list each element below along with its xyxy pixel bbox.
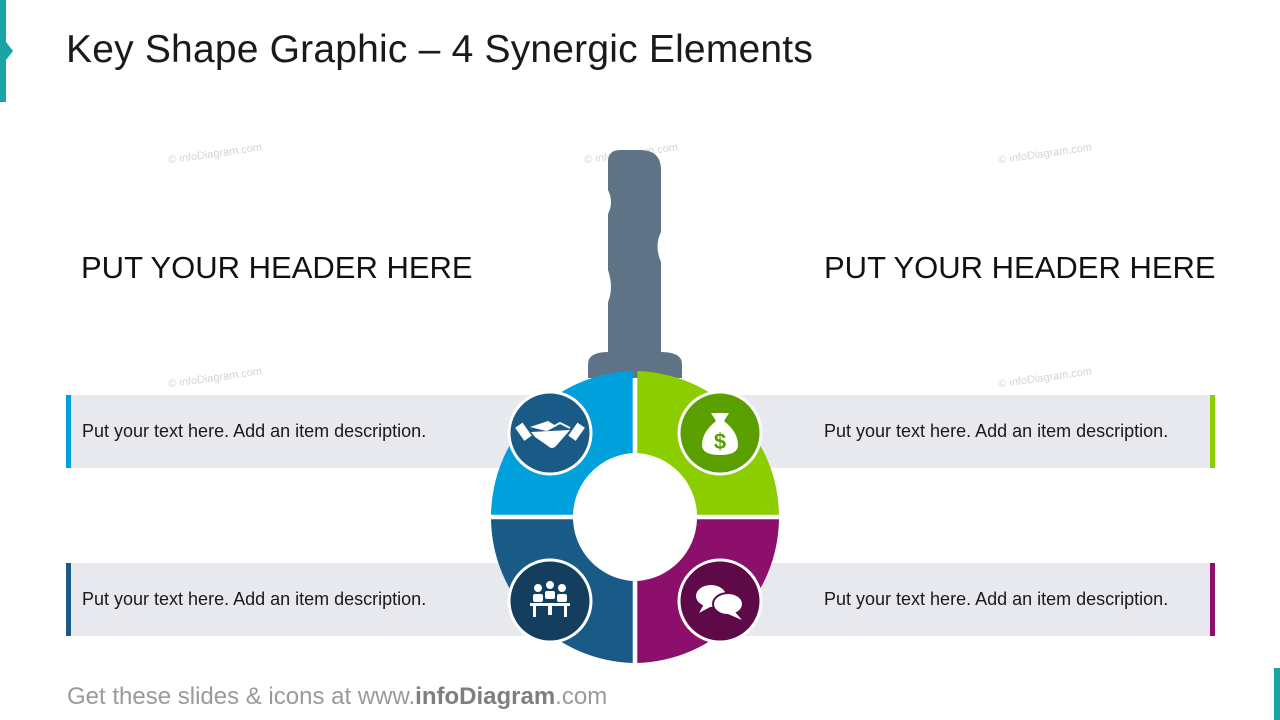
bar-accent-navy (66, 563, 71, 636)
item-bar-bottom-left[interactable]: Put your text here. Add an item descript… (66, 563, 536, 636)
meeting-icon (530, 581, 570, 617)
bar-accent-purple (1210, 563, 1215, 636)
item-bar-bottom-right[interactable]: Put your text here. Add an item descript… (740, 563, 1215, 636)
header-right: PUT YOUR HEADER HERE (824, 250, 1216, 285)
money-bag-icon: $ (702, 413, 738, 455)
footer-credit[interactable]: Get these slides & icons at www.infoDiag… (67, 683, 608, 710)
bar-accent-blue (66, 395, 71, 468)
header-left: PUT YOUR HEADER HERE (81, 250, 473, 285)
item-text: Put your text here. Add an item descript… (824, 421, 1169, 441)
accent-bar-right (1274, 668, 1280, 720)
accent-bar-left (0, 0, 6, 102)
icon-circle-navy (507, 558, 593, 644)
accent-notch (6, 42, 13, 60)
slide-title: Key Shape Graphic – 4 Synergic Elements (66, 28, 814, 71)
item-text: Put your text here. Add an item descript… (82, 589, 427, 609)
item-text: Put your text here. Add an item descript… (82, 421, 427, 441)
speech-bubbles-icon (696, 585, 744, 620)
item-bar-top-left[interactable]: Put your text here. Add an item descript… (66, 395, 536, 468)
key-shaft (588, 150, 682, 378)
handshake-icon (515, 421, 585, 448)
svg-text:$: $ (714, 429, 726, 454)
item-text: Put your text here. Add an item descript… (824, 589, 1169, 609)
item-bar-top-right[interactable]: Put your text here. Add an item descript… (740, 395, 1215, 468)
bar-accent-green (1210, 395, 1215, 468)
